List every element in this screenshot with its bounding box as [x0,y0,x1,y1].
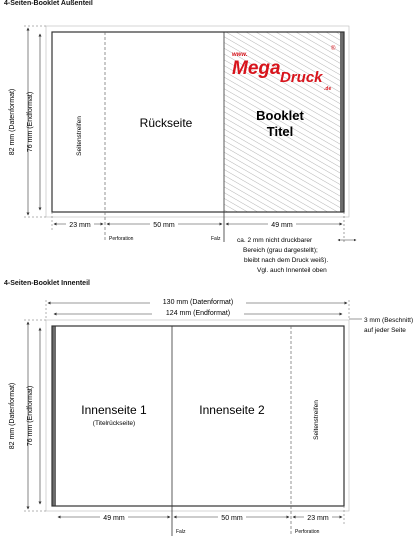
inner-dim-50: 50 mm [221,515,243,522]
outer-section-title: 4-Seiten-Booklet Außenteil [4,0,93,7]
inner-dim-50-bg [218,512,246,521]
outer-perforation-label: Perforation [109,236,134,242]
outer-booklet-title-2: Titel [267,124,294,139]
outer-falz-label: Falz [211,236,221,242]
outer-dim-height-end: 76 mm (Endformat) [27,92,34,152]
outer-bleed-outline [45,25,350,218]
outer-spine-label: Seitenstreifen [76,116,83,156]
inner-perforation-label: Perforation [295,529,320,535]
logo-druck: Druck [280,69,323,86]
inner-dim-23: 23 mm [307,515,329,522]
inner-bleed-outline [45,319,350,512]
inner-dim-height-data: 82 mm (Datenformat) [9,383,16,450]
inner-booklet: 130 mm (Datenformat) 124 mm (Endformat) … [9,297,413,536]
outer-note-4: Vgl. auch Innenteil oben [257,267,327,274]
outer-dim-23-bg [66,219,94,228]
outer-title-hatch [224,32,344,212]
inner-page1-sub: (Titelrückseite) [93,420,135,427]
inner-page2-label: Innenseite 2 [199,403,265,417]
logo-de: .de [324,86,331,92]
outer-note-1: ca. 2 mm nicht druckbarer [237,237,313,244]
inner-bleed-1: 3 mm (Beschnitt) [364,317,413,324]
outer-booklet: Rückseite Seitenstreifen Booklet Titel w… [9,25,357,274]
inner-falz-label: Falz [176,529,186,535]
inner-dim-height-end: 76 mm (Endformat) [27,386,34,446]
logo-reg: ® [331,45,336,52]
inner-gray-band [52,326,56,506]
outer-trim-outline [51,31,345,213]
outer-booklet-title-1: Booklet [256,108,304,123]
outer-dim-height-data: 82 mm (Datenformat) [9,89,16,156]
inner-dim-49-bg [100,512,128,521]
outer-back-label: Rückseite [140,116,193,130]
outer-gray-band [340,32,344,212]
outer-dim-49-bg [268,219,296,228]
inner-dim-130-bg [150,297,246,306]
logo-mega: Mega [232,58,281,79]
inner-dim-124-bg [152,308,244,317]
inner-section-title: 4-Seiten-Booklet Innenteil [4,280,90,287]
logo-www: www. [232,52,248,58]
inner-dim-124: 124 mm (Endformat) [166,310,230,317]
outer-note-2: Bereich (grau dargestellt); [243,247,318,254]
inner-dim-23-bg [304,512,332,521]
outer-note-3: bleibt nach dem Druck weiß). [244,257,328,264]
outer-dim-50: 50 mm [153,222,175,229]
inner-bleed-2: auf jeder Seite [364,327,406,334]
megadruck-logo: www. Mega Druck .de ® [232,45,336,92]
inner-spine-label: Seitenstreifen [313,400,320,440]
outer-dim-50-bg [150,219,178,228]
inner-trim-outline [51,325,345,507]
outer-dim-23: 23 mm [69,222,91,229]
inner-dim-49: 49 mm [103,515,125,522]
inner-page1-label: Innenseite 1 [81,403,147,417]
inner-dim-130: 130 mm (Datenformat) [163,299,233,306]
outer-dim-49: 49 mm [271,222,293,229]
